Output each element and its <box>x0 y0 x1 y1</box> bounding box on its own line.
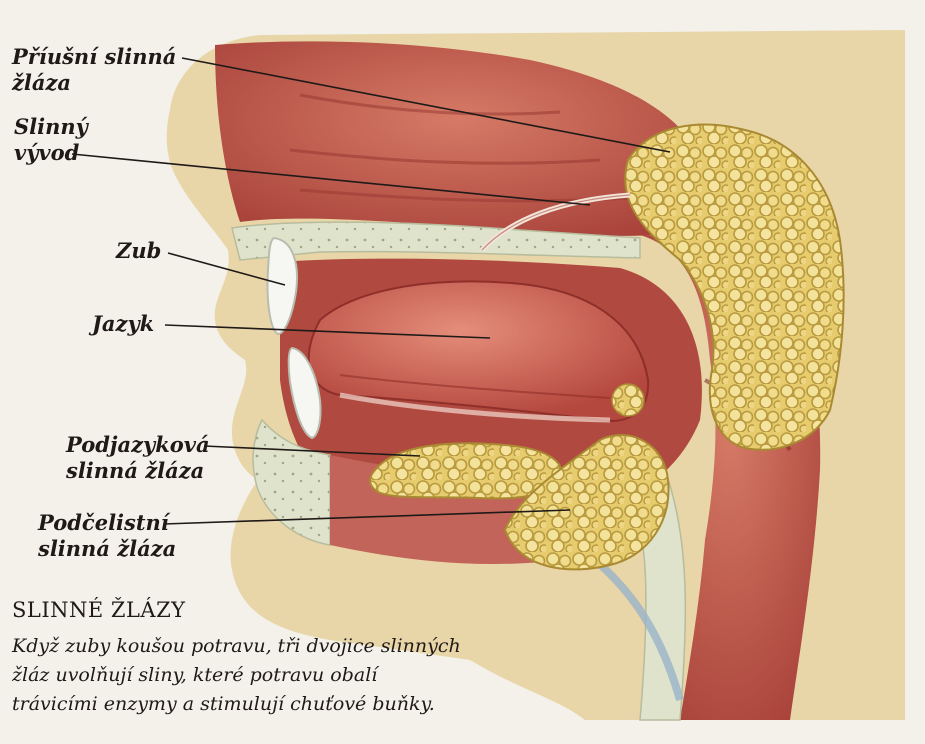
label-duct-line-2: vývod <box>14 140 88 166</box>
label-tongue: Jazyk <box>92 311 154 337</box>
label-sublingual-line-1: Podjazyková <box>66 432 210 458</box>
label-parotid-line-2: žláza <box>12 70 176 96</box>
label-parotid-gland: Příušní slinná žláza <box>12 44 176 96</box>
label-salivary-duct: Slinný vývod <box>14 114 88 166</box>
label-tongue-text: Jazyk <box>92 311 154 337</box>
caption-title: SLINNÉ ŽLÁZY <box>12 598 186 622</box>
label-tooth-text: Zub <box>116 238 161 264</box>
label-submandibular-gland: Podčelistní slinná žláza <box>38 510 176 562</box>
label-parotid-line-1: Příušní slinná <box>12 44 176 70</box>
caption-line-1: Když zuby koušou potravu, tři dvojice sl… <box>12 632 572 661</box>
minor-gland <box>612 384 644 416</box>
label-submandibular-line-2: slinná žláza <box>38 536 176 562</box>
label-sublingual-gland: Podjazyková slinná žláza <box>66 432 210 484</box>
label-sublingual-line-2: slinná žláza <box>66 458 210 484</box>
label-duct-line-1: Slinný <box>14 114 88 140</box>
caption-line-3: trávicími enzymy a stimulují chuťové buň… <box>12 690 572 719</box>
label-tooth: Zub <box>116 238 161 264</box>
label-submandibular-line-1: Podčelistní <box>38 510 176 536</box>
caption-body: Když zuby koušou potravu, tři dvojice sl… <box>12 632 572 719</box>
caption-line-2: žláz uvolňují sliny, které potravu obalí <box>12 661 572 690</box>
